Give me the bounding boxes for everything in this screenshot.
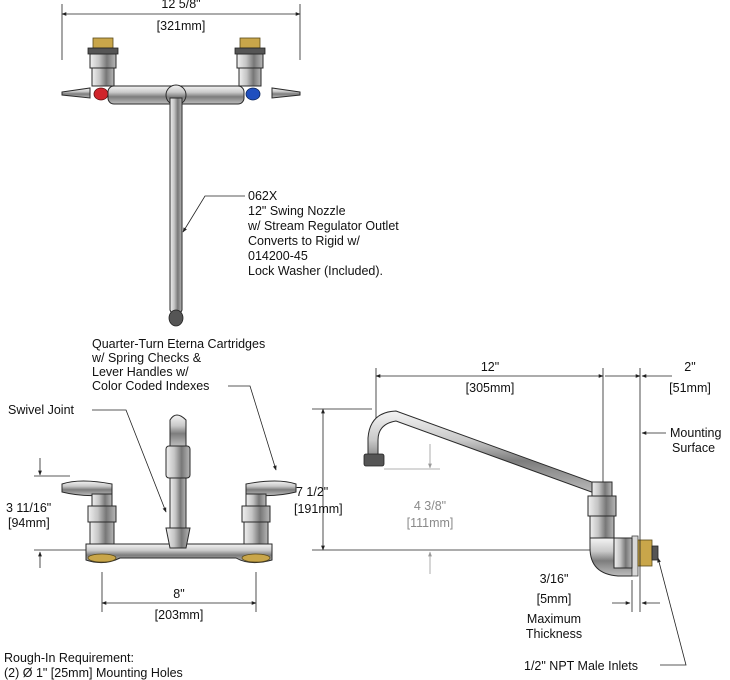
handle-height-in: 3 11/16" — [6, 501, 51, 515]
rough-in-note: Rough-In Requirement: (2) Ø 1" [25mm] Mo… — [4, 651, 183, 680]
top-view: 12 5/8" [321mm] — [61, 0, 301, 327]
nozzle-line-5: 014200-45 — [248, 249, 308, 263]
rough-in-title: Rough-In Requirement: — [4, 651, 134, 665]
cartridges-line-4: Color Coded Indexes — [92, 379, 209, 393]
reach-in: 12" — [481, 360, 499, 374]
clearance-in: 4 3/8" — [414, 499, 446, 513]
swivel-joint-label: Swivel Joint — [8, 403, 75, 417]
cartridges-line-2: w/ Spring Checks & — [91, 351, 202, 365]
cartridges-line-3: Lever Handles w/ — [92, 365, 189, 379]
thickness-in: 3/16" — [540, 572, 569, 586]
offset-mm: [51mm] — [669, 381, 711, 395]
rough-in-detail: (2) Ø 1" [25mm] Mounting Holes — [4, 666, 183, 680]
overall-height-in: 7 1/2" — [296, 485, 328, 499]
cartridges-callout: Quarter-Turn Eterna Cartridges w/ Spring… — [91, 337, 277, 471]
center-spacing-mm: [203mm] — [155, 608, 204, 622]
hot-index-icon — [93, 87, 109, 101]
top-width-in: 12 5/8" — [161, 0, 200, 11]
left-valve-top — [61, 37, 119, 101]
overall-height-mm: [191mm] — [294, 502, 343, 516]
right-valve-top — [234, 37, 301, 101]
reach-mm: [305mm] — [466, 381, 515, 395]
nozzle-line-6: Lock Washer (Included). — [248, 264, 383, 278]
nozzle-line-3: w/ Stream Regulator Outlet — [247, 219, 399, 233]
front-view: Swivel Joint 3 11/16" [94mm] 8" [2 — [6, 403, 297, 622]
side-view: 12" [305mm] 2" [51mm] 7 1/2" [191mm] 4 3… — [294, 360, 721, 673]
nozzle-line-4: Converts to Rigid w/ — [248, 234, 360, 248]
nozzle-line-1: 062X — [248, 189, 278, 203]
nozzle-line-2: 12" Swing Nozzle — [248, 204, 346, 218]
thickness-label-1: Maximum — [527, 612, 581, 626]
center-spacing-in: 8" — [173, 587, 184, 601]
mounting-surface-line-2: Surface — [672, 441, 715, 455]
npt-inlets-label: 1/2" NPT Male Inlets — [524, 659, 638, 673]
thickness-label-2: Thickness — [526, 627, 582, 641]
cartridges-line-1: Quarter-Turn Eterna Cartridges — [92, 337, 265, 351]
offset-in: 2" — [684, 360, 695, 374]
top-width-mm: [321mm] — [157, 19, 206, 33]
handle-height-mm: [94mm] — [8, 516, 50, 530]
nozzle-callout: 062X 12" Swing Nozzle w/ Stream Regulato… — [182, 189, 399, 278]
thickness-mm: [5mm] — [537, 592, 572, 606]
cold-index-icon — [245, 87, 261, 101]
mounting-surface-line-1: Mounting — [670, 426, 721, 440]
clearance-mm: [111mm] — [407, 516, 454, 530]
